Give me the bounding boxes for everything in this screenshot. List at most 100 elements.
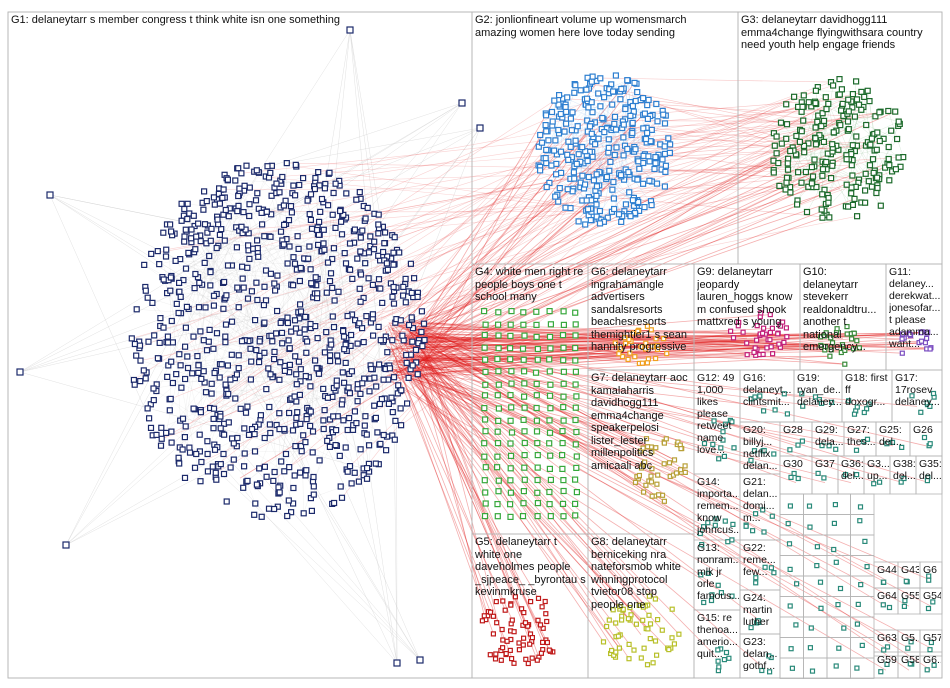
g1-node <box>252 500 259 507</box>
g1-node <box>203 347 211 354</box>
g1-node <box>241 425 248 432</box>
group-border-layer <box>7 11 943 679</box>
hub-edge <box>387 365 910 649</box>
g1-node <box>314 335 321 342</box>
g4-node <box>547 321 555 328</box>
g2-internal-edge <box>595 110 663 200</box>
g1-node <box>356 320 363 327</box>
g8-node <box>638 655 644 661</box>
g1-g2-edge <box>225 146 635 343</box>
g1-node <box>361 422 368 429</box>
g10-node <box>827 353 833 359</box>
g3-node <box>778 140 785 147</box>
hub-edge <box>420 372 620 649</box>
g5-node <box>493 651 499 657</box>
hub-edge <box>422 343 626 367</box>
g4-node <box>547 405 554 412</box>
g1-node <box>182 423 189 430</box>
g2-node <box>542 155 549 162</box>
g8-node <box>669 635 675 641</box>
g1-node <box>375 230 382 237</box>
g1-node <box>196 279 203 286</box>
g2-internal-edge <box>576 163 638 204</box>
g4-node <box>572 332 579 339</box>
g3-node <box>818 206 825 213</box>
hub-edge <box>390 346 515 664</box>
g1-node <box>286 409 293 417</box>
g1-node <box>244 477 251 484</box>
g8-node <box>640 604 647 610</box>
hub-edge <box>412 100 555 344</box>
g1-node <box>208 390 215 397</box>
g5-node <box>494 620 500 626</box>
g1-node <box>346 463 354 470</box>
g1-node <box>172 257 179 264</box>
group-g23-node <box>766 653 772 659</box>
g1-node <box>285 217 293 224</box>
g3-node <box>849 104 856 111</box>
g1-node <box>184 215 191 223</box>
minor-node-35 <box>854 665 860 671</box>
g2-node <box>622 105 629 113</box>
g1-node <box>321 407 328 414</box>
hub-edge <box>417 342 926 372</box>
g3-node <box>800 92 807 99</box>
g8-node <box>616 645 623 651</box>
hub-edge <box>405 325 630 659</box>
g3-internal-edge <box>888 110 904 158</box>
g1-node <box>186 444 193 451</box>
g5-node <box>534 657 540 663</box>
hub-edge <box>398 336 787 363</box>
g2-node <box>591 141 599 148</box>
g5-node <box>521 609 527 616</box>
g5-node <box>509 655 515 662</box>
g4-node <box>481 453 488 460</box>
g4-node <box>520 488 528 495</box>
g5-node <box>500 645 506 651</box>
g1-node <box>191 285 198 292</box>
g1-node <box>202 304 209 311</box>
g1-node <box>412 346 420 353</box>
g1-node <box>173 371 180 378</box>
g1-node <box>376 400 383 408</box>
g1-node <box>360 472 367 479</box>
g1-g3-edge <box>289 123 824 468</box>
g1-node <box>280 202 287 209</box>
g2-node <box>605 136 612 143</box>
g2-node <box>651 165 658 173</box>
g8-node <box>646 612 652 618</box>
g1-node <box>183 303 190 310</box>
hub-edge <box>413 188 841 332</box>
g4-node <box>481 392 489 399</box>
group-g6x-node <box>926 573 932 579</box>
g2-node <box>537 131 544 139</box>
g1-node <box>346 390 353 397</box>
g1-internal-edge <box>374 323 425 406</box>
g1-node <box>371 238 378 245</box>
g4-node <box>519 512 527 520</box>
g1-internal-edge <box>213 221 320 296</box>
g7-node <box>682 469 688 475</box>
g1-node <box>182 343 189 350</box>
minor-node-7 <box>788 646 794 652</box>
g1-internal-edge <box>235 180 338 356</box>
g1-node <box>201 221 209 228</box>
g1-outlier-edge <box>238 367 421 661</box>
g3-node <box>777 119 785 126</box>
g1-internal-edge <box>259 292 327 469</box>
g4-node <box>559 332 567 339</box>
g1-node <box>255 253 262 260</box>
g1-node <box>236 185 243 192</box>
g6-node <box>643 340 649 346</box>
g5-node <box>523 656 529 662</box>
minor-node-17 <box>809 668 816 674</box>
g1-node <box>271 505 278 513</box>
g2-node <box>661 143 668 150</box>
minor-node-31 <box>858 581 864 588</box>
g11-node <box>899 350 905 356</box>
g1-outlier-edge <box>19 371 364 469</box>
g1-node <box>409 338 416 345</box>
g5-node <box>539 639 546 646</box>
g1-g3-edge <box>415 99 849 351</box>
g1-node <box>213 476 220 483</box>
